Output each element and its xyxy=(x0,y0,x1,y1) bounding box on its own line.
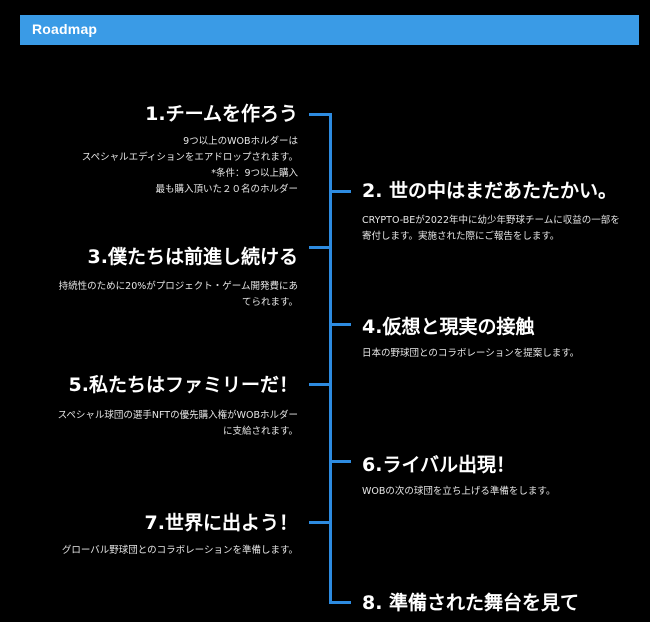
timeline-tick xyxy=(309,246,331,249)
milestone-desc-line: *条件：9つ以上購入 xyxy=(211,168,298,179)
milestone-desc-6: WOBの次の球団を立ち上げる準備をします。 xyxy=(362,484,555,500)
milestone-desc-4: 日本の野球団とのコラボレーションを提案します。 xyxy=(362,346,579,362)
milestone-desc-line: 日本の野球団とのコラボレーションを提案します。 xyxy=(362,348,580,359)
timeline-tick xyxy=(329,460,351,463)
page-title: Roadmap xyxy=(32,21,98,37)
milestone-desc-line: 最も購入頂いた２０名のホルダー xyxy=(155,184,298,195)
timeline-tick xyxy=(329,601,351,604)
milestone-desc-line: スペシャルエディションをエアドロップされます。 xyxy=(81,152,298,163)
milestone-title-2: 2. 世の中はまだあたたかい。 xyxy=(362,180,618,202)
milestone-title-7: 7.世界に出よう！ xyxy=(144,512,298,534)
milestone-desc-3: 持続性のために20%がプロジェクト・ゲーム開発費にあ てられます。 xyxy=(59,279,298,311)
roadmap-header: Roadmap xyxy=(20,15,639,45)
milestone-title-1: 1.チームを作ろう xyxy=(145,103,298,125)
timeline-line xyxy=(329,113,332,603)
timeline-tick xyxy=(309,383,331,386)
milestone-desc-2: CRYPTO-BEが2022年中に幼少年野球チームに収益の一部を 寄付します。実… xyxy=(362,213,620,245)
milestone-title-3: 3.僕たちは前進し続ける xyxy=(87,246,298,268)
milestone-desc-1: 9つ以上のWOBホルダーは スペシャルエディションをエアドロップされます。 *条… xyxy=(82,134,298,198)
milestone-desc-line: グローバル野球団とのコラボレーションを準備します。 xyxy=(61,545,298,556)
timeline-tick xyxy=(329,323,351,326)
milestone-desc-line: 寄付します。実施された際にご報告をします。 xyxy=(362,231,560,242)
milestone-desc-line: スペシャル球団の選手NFTの優先購入権がWOBホルダー xyxy=(57,410,298,421)
milestone-desc-line: WOBの次の球団を立ち上げる準備をします。 xyxy=(362,486,556,497)
timeline-tick xyxy=(309,113,331,116)
timeline-tick xyxy=(329,190,351,193)
milestone-desc-5: スペシャル球団の選手NFTの優先購入権がWOBホルダー に支給されます。 xyxy=(58,408,298,440)
milestone-title-5: 5.私たちはファミリーだ！ xyxy=(68,374,298,396)
milestone-desc-line: に支給されます。 xyxy=(222,426,298,437)
milestone-title-8: 8. 準備された舞台を見て xyxy=(362,592,580,614)
timeline-tick xyxy=(309,521,331,524)
milestone-desc-line: 持続性のために20%がプロジェクト・ゲーム開発費にあ xyxy=(58,281,298,292)
milestone-desc-line: てられます。 xyxy=(241,297,298,308)
milestone-title-4: 4.仮想と現実の接触 xyxy=(362,316,535,338)
milestone-desc-line: 9つ以上のWOBホルダーは xyxy=(183,136,298,147)
milestone-desc-7: グローバル野球団とのコラボレーションを準備します。 xyxy=(62,543,298,559)
milestone-title-6: 6.ライバル出現！ xyxy=(362,454,516,476)
milestone-desc-line: CRYPTO-BEが2022年中に幼少年野球チームに収益の一部を xyxy=(362,215,620,226)
